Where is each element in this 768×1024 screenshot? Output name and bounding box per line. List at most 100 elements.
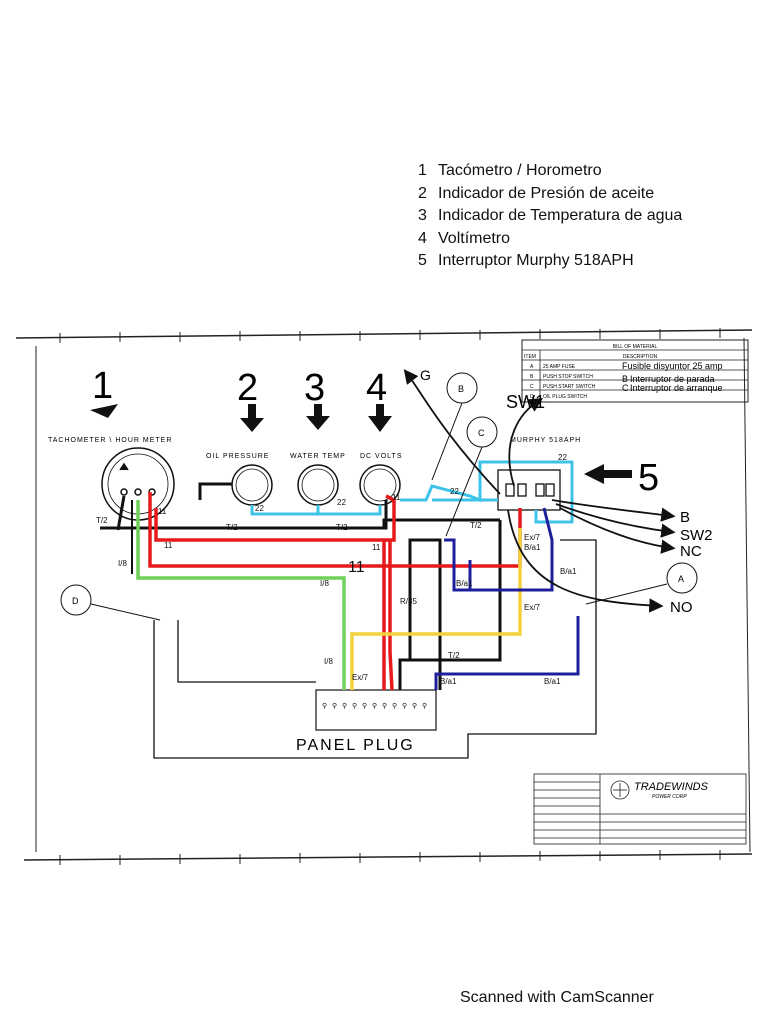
- water-temp-gauge: [297, 464, 339, 506]
- bom-row-desc: 25 AMP FUSE: [543, 364, 576, 370]
- svg-text:11: 11: [392, 493, 401, 502]
- svg-text:⚲: ⚲: [382, 702, 387, 710]
- svg-text:22: 22: [255, 504, 264, 513]
- bom-item-header: ITEM: [524, 354, 536, 360]
- svg-text:⚲: ⚲: [402, 702, 407, 710]
- svg-text:T/2: T/2: [96, 516, 108, 525]
- svg-text:Ex/7: Ex/7: [352, 673, 369, 682]
- svg-text:C: C: [478, 428, 485, 438]
- marker-1: 1: [92, 365, 113, 407]
- bom-row-item: B: [530, 374, 534, 380]
- murphy-switch: [497, 469, 561, 511]
- circle-b: B: [431, 372, 478, 481]
- output-no: NO: [670, 599, 693, 616]
- svg-text:⚲: ⚲: [332, 702, 337, 710]
- marker-5: 5: [638, 457, 659, 499]
- svg-text:Ex/7: Ex/7: [524, 533, 541, 542]
- oil-pressure-gauge: [231, 464, 273, 506]
- svg-text:22: 22: [558, 453, 567, 462]
- blue-wires: [434, 507, 580, 690]
- bom-row-item: A: [530, 364, 534, 370]
- bom-description-header: DESCRIPTION: [623, 354, 658, 360]
- title-block: [533, 773, 747, 845]
- svg-text:I/8: I/8: [320, 579, 329, 588]
- bom-row-note: B: [622, 374, 628, 384]
- marker-2: 2: [237, 367, 258, 409]
- marker-4: 4: [366, 367, 387, 409]
- arrow-2-icon: [240, 404, 264, 432]
- scanner-watermark: Scanned with CamScanner: [460, 989, 654, 1006]
- murphy-label: MURPHY 518APH: [510, 437, 581, 444]
- output-sw1: SW1: [506, 392, 545, 412]
- green-wire: [136, 500, 346, 690]
- sheet-border: [15, 328, 753, 865]
- arrow-3-icon: [306, 404, 330, 430]
- svg-text:T/2: T/2: [448, 651, 460, 660]
- svg-text:⚲: ⚲: [352, 702, 357, 710]
- panel-plug-label: PANEL PLUG: [296, 737, 415, 754]
- bom-row-note: Interruptor de parada: [630, 374, 715, 384]
- circle-a: A: [585, 562, 698, 605]
- arrow-5-icon: [584, 464, 632, 484]
- circle-d: D: [60, 584, 161, 621]
- switch-d-wire: [177, 620, 316, 683]
- svg-text:B/a1: B/a1: [560, 567, 577, 576]
- svg-text:I/8: I/8: [324, 657, 333, 666]
- marker-3: 3: [304, 367, 325, 409]
- dc-volts-label: DC VOLTS: [360, 453, 403, 460]
- svg-text:11: 11: [348, 559, 365, 576]
- svg-text:D: D: [72, 596, 79, 606]
- svg-text:B: B: [458, 384, 464, 394]
- bom-row-note: Interruptor de arranque: [630, 383, 723, 393]
- bom-row-desc: OIL PLUG SWITCH: [543, 394, 587, 400]
- bom-row-item: D: [530, 394, 534, 400]
- arrow-4-icon: [368, 404, 392, 432]
- svg-text:A: A: [678, 574, 684, 584]
- output-b: B: [680, 509, 690, 526]
- bom-row-desc: PUSH START SWITCH: [543, 384, 596, 390]
- harness-outline: [153, 539, 597, 759]
- tachometer-label: TACHOMETER \ HOUR METER: [48, 437, 172, 444]
- output-g: G: [420, 367, 431, 383]
- bom-title: BILL OF MATERIAL: [613, 344, 658, 350]
- svg-text:B/a1: B/a1: [524, 543, 541, 552]
- wire-labels: 22 22 22 22 T/2 T/2 T/2 T/2 T/2 11 11 11…: [96, 453, 577, 686]
- svg-text:22: 22: [337, 498, 346, 507]
- bom-row-note: Fusible disyuntor 25 amp: [622, 361, 723, 371]
- bom-row-desc: PUSH STOP SWITCH: [543, 374, 593, 380]
- bom-row-item: C: [530, 384, 534, 390]
- oil-pressure-label: OIL PRESSURE: [206, 453, 269, 460]
- svg-text:22: 22: [450, 487, 459, 496]
- svg-text:B/a1: B/a1: [456, 579, 473, 588]
- cyan-wires: [250, 460, 574, 524]
- company-subtitle: POWER CORP: [652, 794, 687, 800]
- water-temp-label: WATER TEMP: [290, 453, 346, 460]
- arrow-1-icon: [90, 404, 118, 418]
- svg-text:⚲: ⚲: [412, 702, 417, 710]
- yellow-wire: [350, 528, 522, 690]
- svg-text:R/85: R/85: [400, 597, 417, 606]
- svg-text:T/2: T/2: [470, 521, 482, 530]
- svg-text:11: 11: [372, 543, 381, 552]
- panel-plug: ⚲⚲⚲ ⚲⚲⚲ ⚲⚲⚲ ⚲⚲: [315, 689, 437, 731]
- circle-c: C: [445, 416, 498, 537]
- svg-text:⚲: ⚲: [362, 702, 367, 710]
- svg-text:11: 11: [158, 507, 167, 516]
- svg-text:⚲: ⚲: [392, 702, 397, 710]
- svg-text:Ex/7: Ex/7: [524, 603, 541, 612]
- svg-text:T/2: T/2: [226, 523, 238, 532]
- bill-of-material: BILL OF MATERIAL DESCRIPTION ITEM A 25 A…: [521, 339, 749, 403]
- svg-text:⚲: ⚲: [372, 702, 377, 710]
- output-nc: NC: [680, 543, 702, 560]
- svg-text:⚲: ⚲: [422, 702, 427, 710]
- svg-text:B/a1: B/a1: [544, 677, 561, 686]
- svg-text:B/a1: B/a1: [440, 677, 457, 686]
- company-name: TRADEWINDS: [634, 781, 709, 793]
- bom-row-note: C: [622, 383, 629, 393]
